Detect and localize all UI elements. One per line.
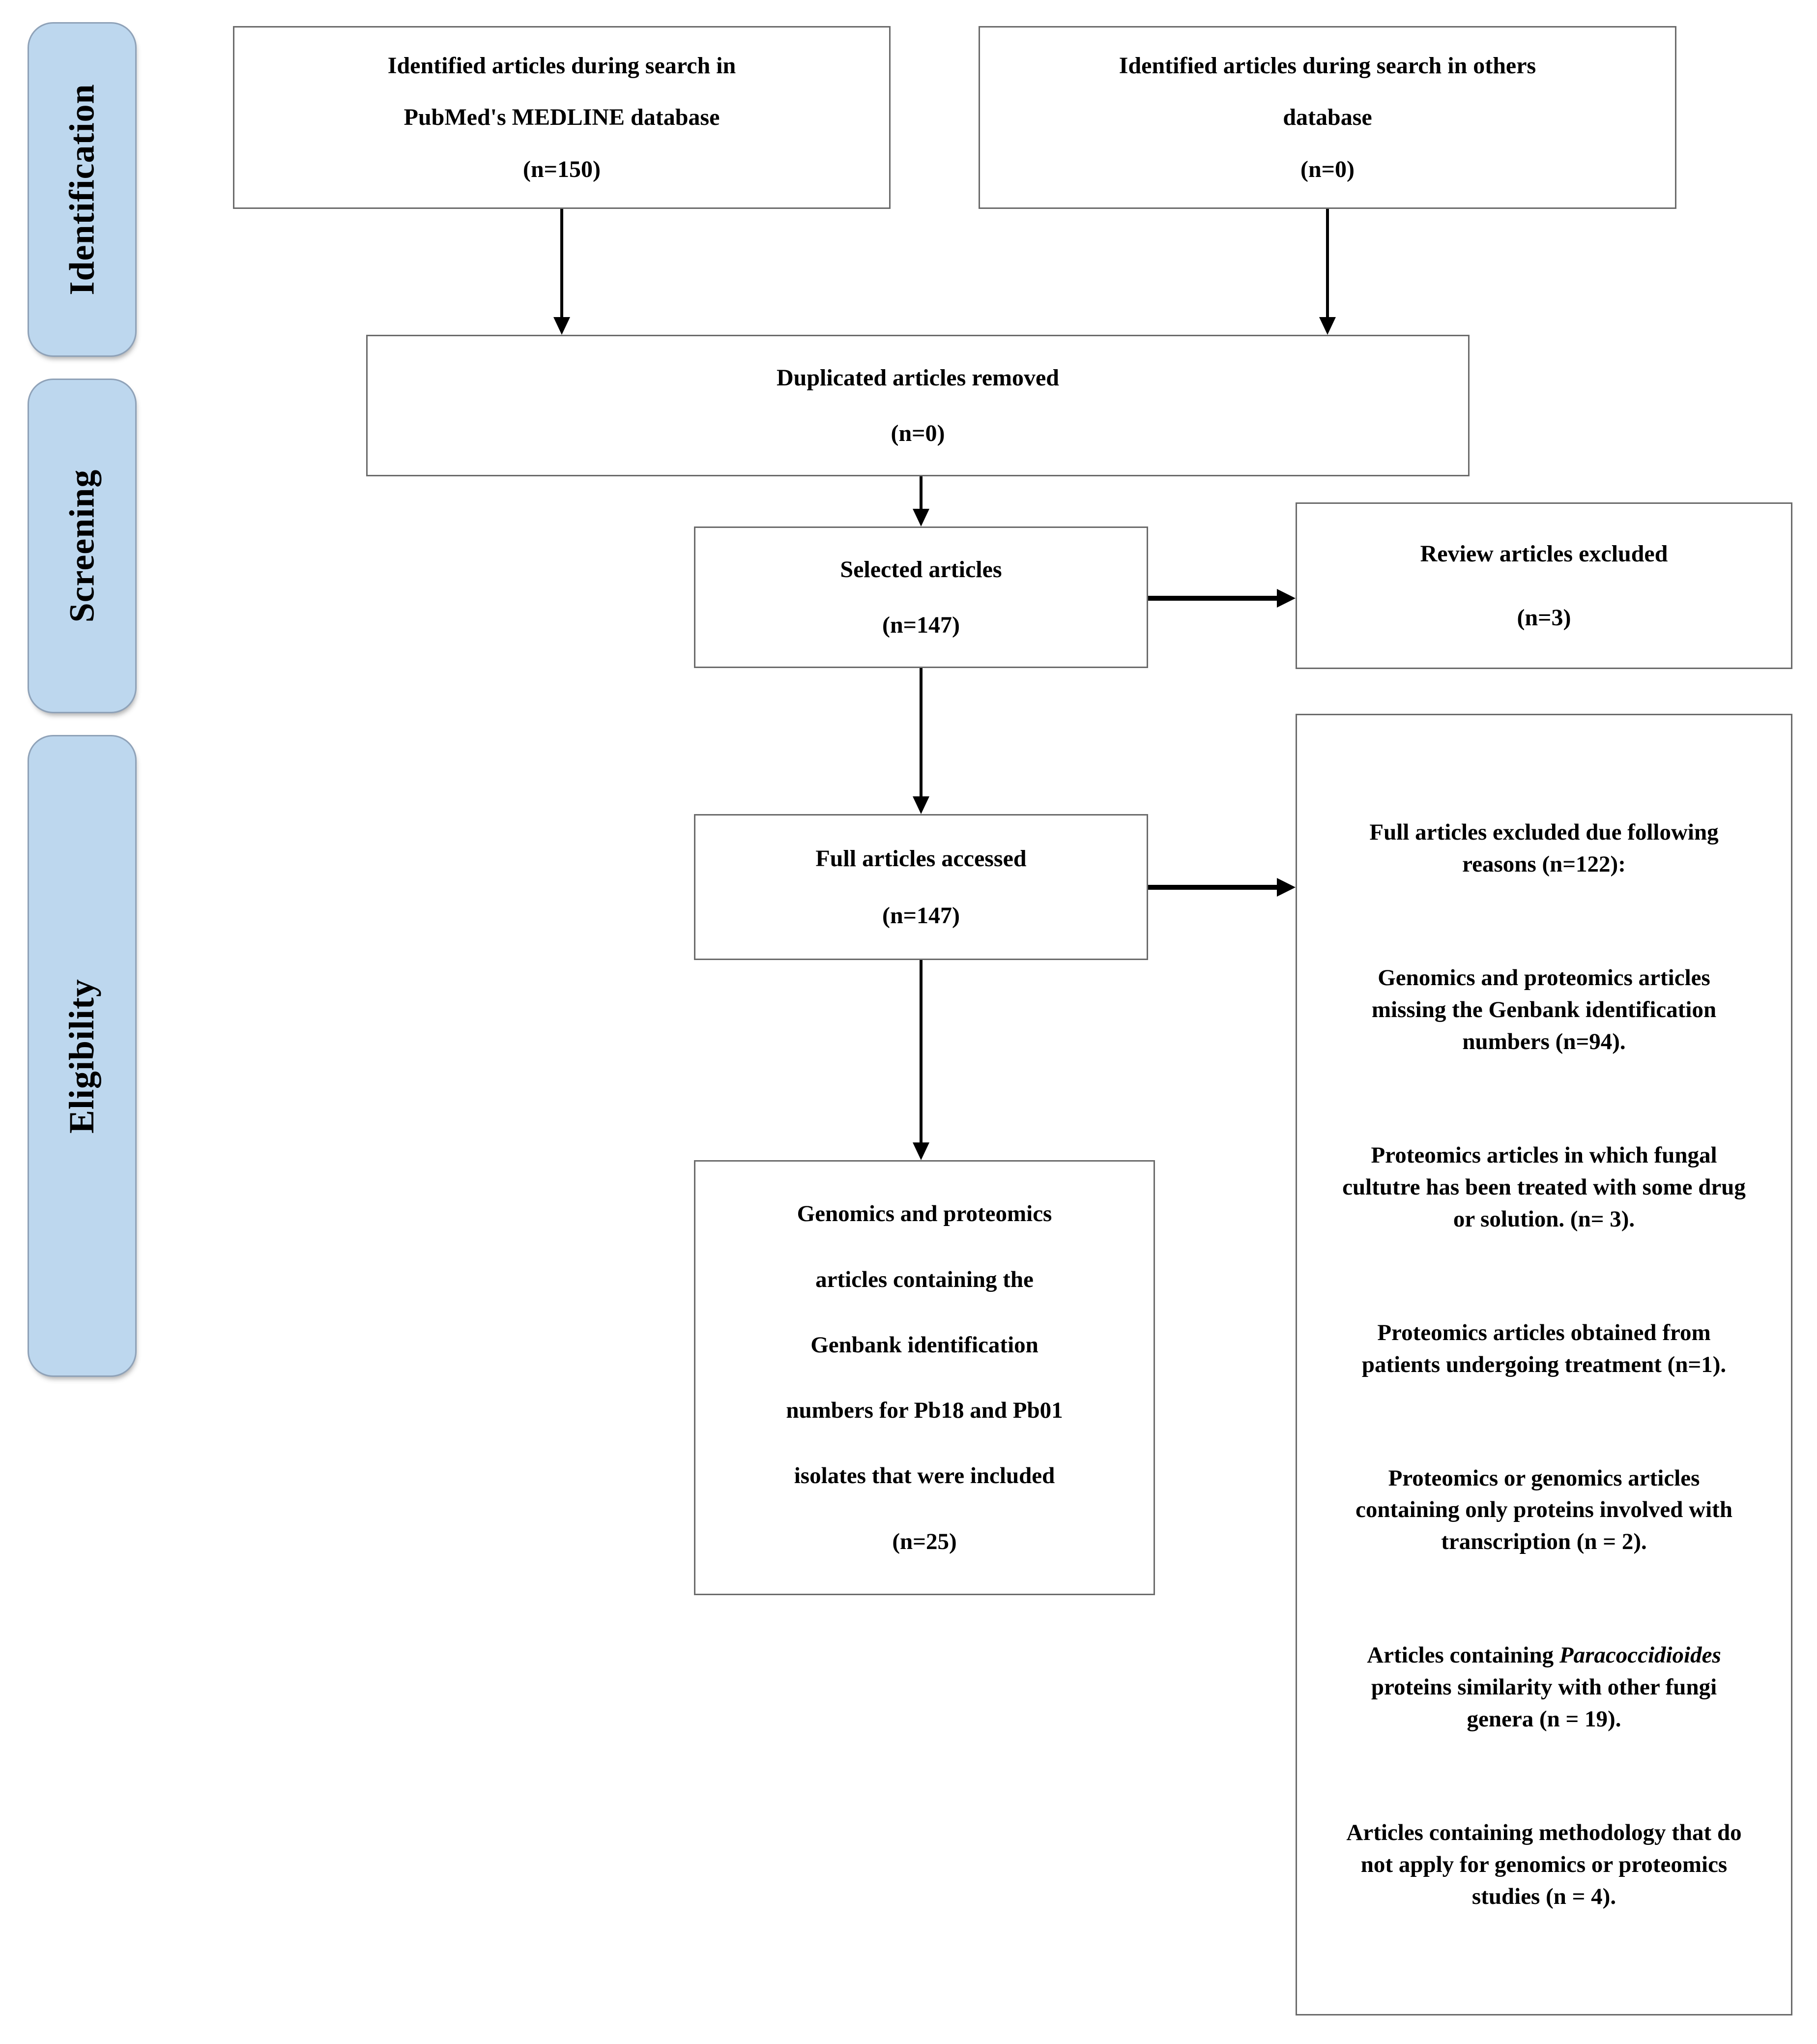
arrow-selected-to-full-line	[920, 668, 923, 799]
arrow-others-to-duplicates-head	[1319, 317, 1336, 335]
box-included-articles: Genomics and proteomics articles contain…	[694, 1160, 1155, 1595]
box-duplicates-removed-line: Duplicated articles removed	[777, 365, 1059, 391]
box-full-articles-accessed-line: Full articles accessed	[815, 846, 1027, 872]
box-selected-articles-line: Selected articles	[840, 556, 1002, 583]
excluded-reason-culture: Proteomics articles in which fungal cult…	[1342, 1142, 1746, 1232]
arrow-others-to-duplicates-line	[1326, 209, 1329, 320]
box-duplicates-removed-count: (n=0)	[891, 420, 945, 446]
stage-screening-label: Screening	[62, 469, 102, 623]
excluded-heading: Full articles excluded due following rea…	[1369, 819, 1719, 877]
box-included-articles-count: (n=25)	[892, 1528, 957, 1554]
excluded-reason-similarity-pre: Articles containing	[1367, 1642, 1559, 1668]
stage-screening: Screening	[28, 379, 137, 713]
excluded-reason-similarity: Articles containing Paracoccidioides pro…	[1340, 1639, 1748, 1735]
box-included-articles-line: articles containing the	[815, 1266, 1034, 1292]
box-full-articles-excluded: Full articles excluded due following rea…	[1296, 714, 1792, 2015]
box-selected-articles-count: (n=147)	[882, 612, 960, 638]
excluded-reason-genbank: Genomics and proteomics articles missing…	[1371, 965, 1717, 1054]
box-duplicates-removed: Duplicated articles removed (n=0)	[366, 335, 1470, 476]
arrow-pubmed-to-duplicates-line	[560, 209, 563, 320]
excluded-reason-transcription: Proteomics or genomics articles containi…	[1356, 1465, 1732, 1555]
box-identified-others: Identified articles during search in oth…	[979, 26, 1676, 209]
arrow-duplicates-to-selected-head	[913, 509, 929, 526]
stage-identification-label: Identification	[62, 84, 102, 295]
box-identified-pubmed-line: PubMed's MEDLINE database	[404, 104, 720, 131]
box-selected-articles: Selected articles (n=147)	[694, 526, 1148, 668]
excluded-reason-patients: Proteomics articles obtained from patien…	[1361, 1319, 1727, 1377]
box-identified-others-count: (n=0)	[1300, 156, 1355, 182]
box-included-articles-line: Genbank identification	[810, 1332, 1038, 1358]
box-included-articles-line: Genomics and proteomics	[797, 1201, 1052, 1227]
box-review-excluded-count: (n=3)	[1517, 604, 1571, 631]
excluded-reason-methodology: Articles containing methodology that do …	[1346, 1820, 1742, 1909]
arrow-selected-to-review-head	[1277, 589, 1296, 608]
box-full-articles-accessed-count: (n=147)	[882, 902, 960, 929]
box-included-articles-line: numbers for Pb18 and Pb01	[786, 1398, 1063, 1424]
box-identified-others-line: database	[1283, 104, 1372, 131]
excluded-reason-similarity-post: proteins similarity with other fungi gen…	[1371, 1674, 1717, 1732]
arrow-selected-to-review-line	[1148, 596, 1280, 601]
arrow-full-to-included-head	[913, 1142, 929, 1160]
box-review-excluded: Review articles excluded (n=3)	[1296, 502, 1792, 669]
box-identified-pubmed-line: Identified articles during search in	[387, 53, 736, 79]
box-identified-pubmed-count: (n=150)	[522, 156, 601, 182]
box-full-articles-accessed: Full articles accessed (n=147)	[694, 814, 1148, 960]
stage-eligibility: Eligibility	[28, 735, 137, 1377]
box-included-articles-line: isolates that were included	[794, 1463, 1055, 1489]
stage-identification: Identification	[28, 22, 137, 357]
box-identified-pubmed: Identified articles during search in Pub…	[233, 26, 891, 209]
arrow-duplicates-to-selected-line	[920, 476, 923, 512]
arrow-pubmed-to-duplicates-head	[553, 317, 570, 335]
excluded-reason-similarity-genus: Paracoccidioides	[1559, 1642, 1721, 1668]
box-identified-others-line: Identified articles during search in oth…	[1119, 53, 1536, 79]
arrow-full-to-included-line	[920, 960, 923, 1145]
box-review-excluded-line: Review articles excluded	[1420, 541, 1668, 567]
arrow-full-to-excluded-head	[1277, 878, 1296, 897]
arrow-selected-to-full-head	[913, 796, 929, 814]
stage-eligibility-label: Eligibility	[62, 978, 102, 1134]
arrow-full-to-excluded-line	[1148, 885, 1280, 890]
